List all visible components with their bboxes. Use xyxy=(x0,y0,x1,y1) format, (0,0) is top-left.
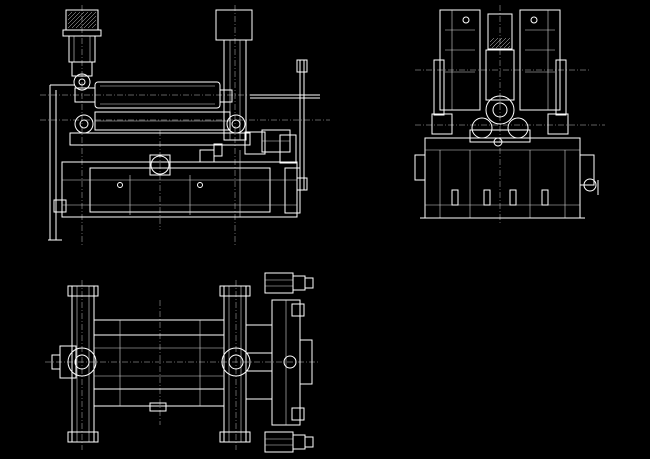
lower-rolls xyxy=(69,111,266,155)
side-view xyxy=(414,5,605,225)
top-cross-members xyxy=(51,319,251,412)
top-side-frames xyxy=(67,285,251,443)
side-base-frame xyxy=(414,137,599,219)
upper-roll xyxy=(49,81,233,240)
top-view xyxy=(45,272,320,453)
drive-unit xyxy=(149,129,297,176)
drive-motor-bottom xyxy=(264,431,314,453)
hydraulic-cylinder-left xyxy=(62,9,102,91)
top-drive-train xyxy=(245,299,313,426)
side-housings xyxy=(433,9,567,116)
drive-motor-top xyxy=(264,272,314,294)
front-view xyxy=(40,5,330,245)
base-frame xyxy=(48,150,301,241)
